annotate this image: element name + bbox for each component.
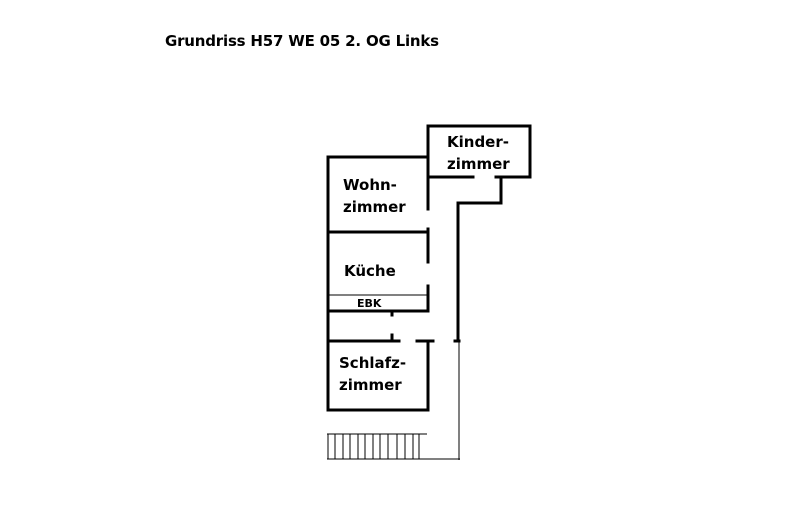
wohnzimmer-label-2: zimmer: [343, 198, 406, 216]
kueche-label: Küche: [344, 262, 396, 280]
schlafzimmer-label-1: Schlafz-: [339, 354, 406, 372]
thin-lines: [327, 294, 460, 460]
stairs: [327, 433, 460, 460]
wohnzimmer-kueche-walls: [326, 155, 430, 412]
ebk-label: EBK: [357, 297, 382, 310]
plan-title: Grundriss H57 WE 05 2. OG Links: [165, 32, 439, 50]
wohnzimmer-label-1: Wohn-: [343, 176, 397, 194]
schlafzimmer-walls: [326, 339, 461, 412]
kinderzimmer-walls: [426, 124, 532, 343]
schlafzimmer-label-2: zimmer: [339, 376, 402, 394]
kinderzimmer-label-2: zimmer: [447, 155, 510, 173]
kinderzimmer-label-1: Kinder-: [447, 133, 509, 151]
